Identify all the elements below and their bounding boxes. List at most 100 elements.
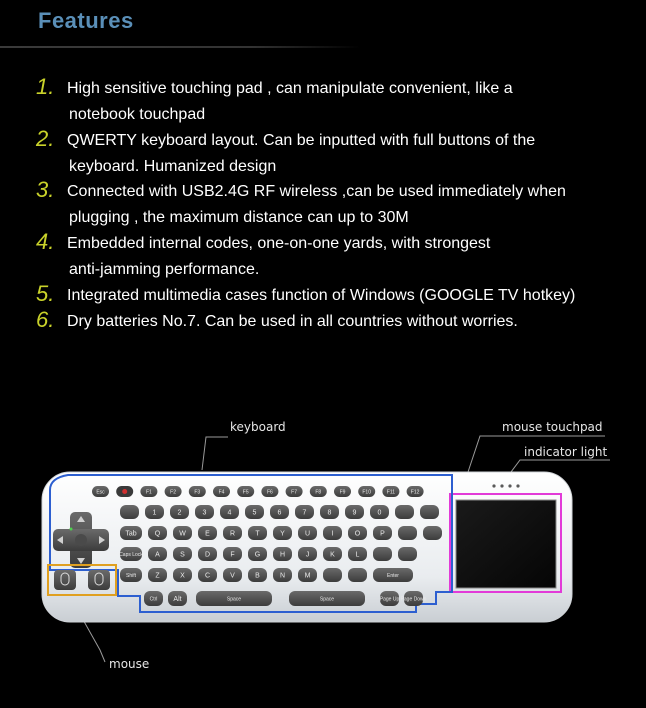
key-label: Ctrl xyxy=(150,596,158,602)
key-label: J xyxy=(306,551,310,558)
key-space[interactable] xyxy=(196,591,272,606)
page-title: Features xyxy=(38,8,134,33)
key-a[interactable] xyxy=(148,547,167,561)
key-label: F6 xyxy=(267,489,273,495)
key-k[interactable] xyxy=(323,547,342,561)
key-2[interactable] xyxy=(170,505,189,519)
key-label: F1 xyxy=(146,489,152,495)
key-4[interactable] xyxy=(220,505,239,519)
key-caps-lock[interactable] xyxy=(120,547,142,561)
key-blank[interactable] xyxy=(398,547,417,561)
dpad[interactable] xyxy=(53,512,109,568)
key-w[interactable] xyxy=(173,526,192,540)
key-page-down[interactable] xyxy=(404,591,423,606)
key-label: F9 xyxy=(340,489,346,495)
key-z[interactable] xyxy=(148,568,167,582)
key-p[interactable] xyxy=(373,526,392,540)
key-label: M xyxy=(305,572,311,579)
key-page-up[interactable] xyxy=(380,591,399,606)
key-label: Q xyxy=(155,530,161,537)
key-q[interactable] xyxy=(148,526,167,540)
key-f3[interactable] xyxy=(188,486,206,497)
feature-text: QWERTY keyboard layout. Can be inputted … xyxy=(67,132,536,149)
key-label: C xyxy=(205,572,210,579)
key-label: 4 xyxy=(228,509,232,516)
key-r[interactable] xyxy=(223,526,242,540)
key-u[interactable] xyxy=(298,526,317,540)
key-f6[interactable] xyxy=(261,486,279,497)
key-f1[interactable] xyxy=(140,486,158,497)
key-j[interactable] xyxy=(298,547,317,561)
key-l[interactable] xyxy=(348,547,367,561)
key-x[interactable] xyxy=(173,568,192,582)
key-esc[interactable] xyxy=(92,486,109,497)
key-i[interactable] xyxy=(323,526,342,540)
key-s[interactable] xyxy=(173,547,192,561)
key-label: T xyxy=(255,530,260,537)
key-3[interactable] xyxy=(195,505,214,519)
key-blank[interactable] xyxy=(120,505,139,519)
key-blank[interactable] xyxy=(423,526,442,540)
key-o[interactable] xyxy=(348,526,367,540)
mouse-buttons[interactable] xyxy=(54,570,110,590)
key-label: X xyxy=(180,572,185,579)
key-d[interactable] xyxy=(198,547,217,561)
key-label: Y xyxy=(280,530,285,537)
key-0[interactable] xyxy=(370,505,389,519)
key-t[interactable] xyxy=(248,526,267,540)
touchpad-highlight xyxy=(449,493,562,593)
key-f2[interactable] xyxy=(164,486,182,497)
key-g[interactable] xyxy=(248,547,267,561)
key-label: F3 xyxy=(194,489,200,495)
key-blank[interactable] xyxy=(395,505,414,519)
key-blank[interactable] xyxy=(348,568,367,582)
key-blank[interactable] xyxy=(420,505,439,519)
key-label: 5 xyxy=(253,509,257,516)
key-label: 6 xyxy=(278,509,282,516)
key-label: Page Up xyxy=(380,596,400,602)
key-label: Esc xyxy=(96,489,105,495)
key-f[interactable] xyxy=(223,547,242,561)
key-8[interactable] xyxy=(320,505,339,519)
key-f5[interactable] xyxy=(237,486,255,497)
key-b[interactable] xyxy=(248,568,267,582)
key-blank[interactable] xyxy=(323,568,342,582)
key-blank[interactable] xyxy=(398,526,417,540)
key-9[interactable] xyxy=(345,505,364,519)
feature-text-continued: notebook touchpad xyxy=(69,106,206,123)
touchpad-surface[interactable] xyxy=(455,499,557,589)
key-blank[interactable] xyxy=(373,547,392,561)
key-f11[interactable] xyxy=(382,486,400,497)
key-f12[interactable] xyxy=(406,486,424,497)
key-alt[interactable] xyxy=(168,591,187,606)
key-5[interactable] xyxy=(245,505,264,519)
key-ctrl[interactable] xyxy=(144,591,163,606)
key-f9[interactable] xyxy=(334,486,351,497)
key-n[interactable] xyxy=(273,568,292,582)
key-h[interactable] xyxy=(273,547,292,561)
key-y[interactable] xyxy=(273,526,292,540)
key-label: Alt xyxy=(173,596,181,603)
key-f4[interactable] xyxy=(213,486,230,497)
key-label: K xyxy=(330,551,335,558)
key-space[interactable] xyxy=(289,591,365,606)
key-f10[interactable] xyxy=(358,486,376,497)
key-f8[interactable] xyxy=(309,486,327,497)
key-label: 0 xyxy=(378,509,382,516)
indicator-callout-label: indicator light xyxy=(524,445,608,459)
key-enter[interactable] xyxy=(373,568,413,582)
key-c[interactable] xyxy=(198,568,217,582)
key-f7[interactable] xyxy=(285,486,303,497)
key-m[interactable] xyxy=(298,568,317,582)
key-e[interactable] xyxy=(198,526,217,540)
key-7[interactable] xyxy=(295,505,314,519)
key-label: P xyxy=(380,530,385,537)
key-label: O xyxy=(355,530,361,537)
key-6[interactable] xyxy=(270,505,289,519)
feature-text: Embedded internal codes, one-on-one yard… xyxy=(67,235,491,252)
key-v[interactable] xyxy=(223,568,242,582)
key-tab[interactable] xyxy=(120,526,142,540)
key-shift[interactable] xyxy=(120,568,142,582)
key-1[interactable] xyxy=(145,505,164,519)
